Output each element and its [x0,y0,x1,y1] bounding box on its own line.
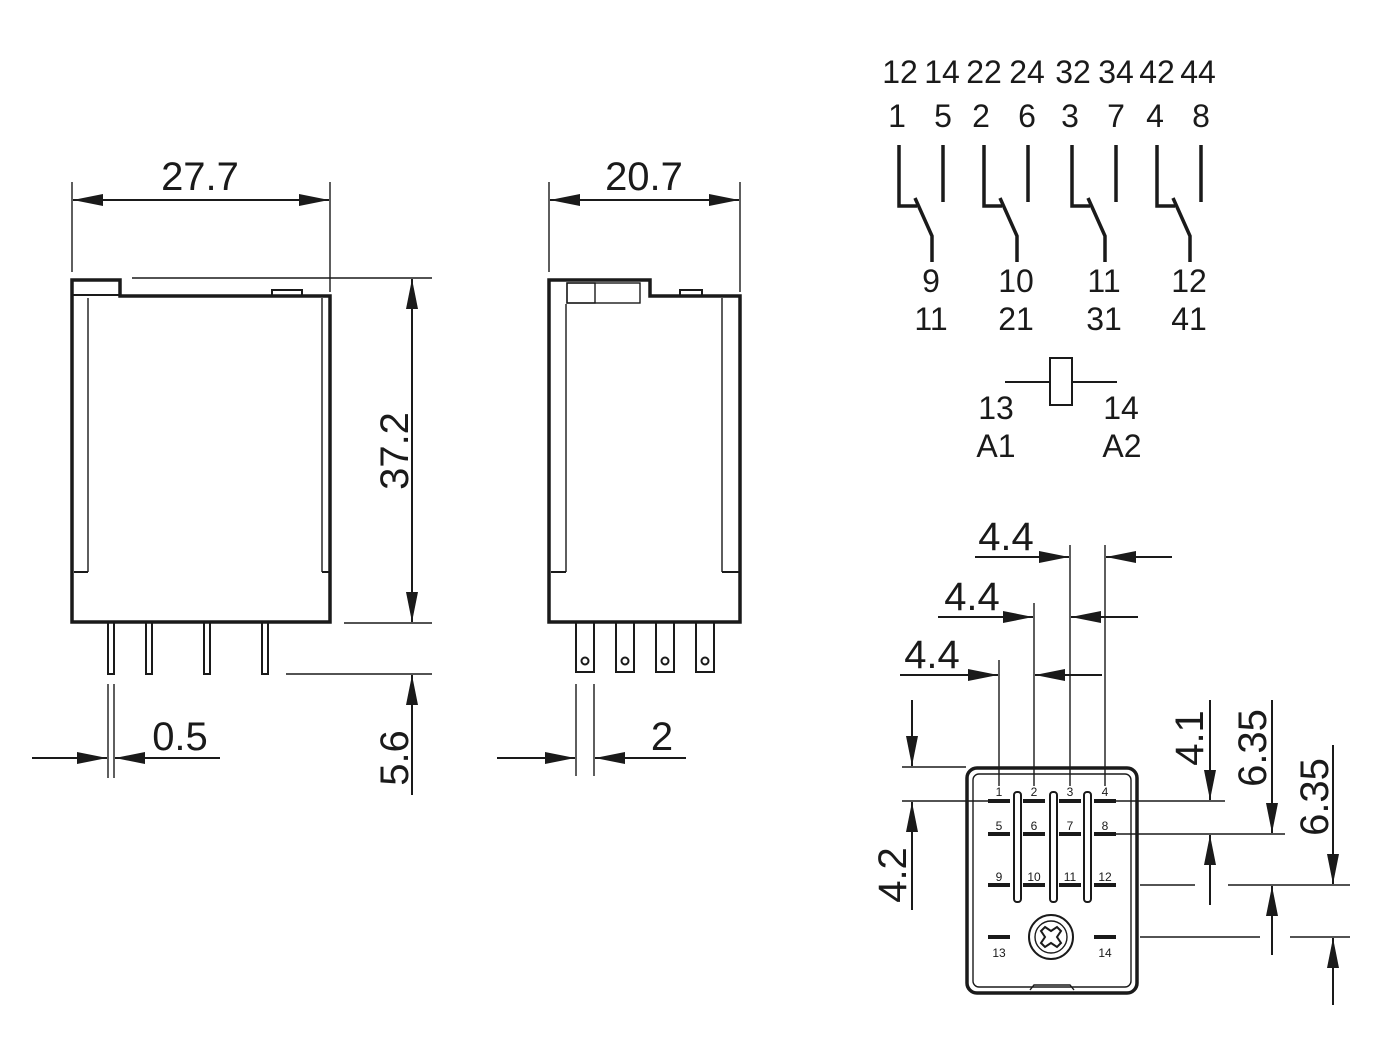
contact-1-com-iec: 11 [914,301,947,337]
contact-3-com-iec: 31 [1086,301,1122,337]
contact-set-2: 2 6 10 21 [972,98,1036,337]
terminal-42: 42 [1139,54,1175,90]
contact-2-com: 10 [998,263,1034,299]
left-offset-label: 4.2 [871,847,915,903]
coil-symbol: 13 14 A1 A2 [976,357,1142,464]
pin-label-4: 4 [1102,785,1109,799]
terminal-22: 22 [966,54,1002,90]
pin-3 [1059,799,1081,803]
pin-13 [988,935,1010,939]
contact-1-com: 9 [922,263,940,299]
pin-12 [1094,883,1116,887]
coil-a1-label: A1 [976,428,1015,464]
contact-2-no: 6 [1018,98,1036,134]
pin-length-label: 5.6 [373,730,417,786]
terminal-12: 12 [882,54,918,90]
bottom-pins [988,799,1116,939]
bottom-body-outline [965,766,1139,995]
pin-11 [1059,883,1081,887]
contact-set-3: 3 7 11 31 [1061,98,1125,337]
front-body-outline [70,278,332,624]
pin-label-2: 2 [1031,785,1038,799]
pin-7 [1059,832,1081,836]
pin-label-12: 12 [1098,870,1112,884]
contact-1-nc: 1 [888,98,906,134]
contact-2-com-iec: 21 [998,301,1034,337]
pitch-label-3: 4.4 [904,633,960,677]
pin-label-9: 9 [996,870,1003,884]
contact-set-1: 1 5 9 11 [888,98,952,337]
pin-spacing-label: 2 [651,715,673,759]
side-pins [575,621,715,673]
pin-label-1: 1 [996,785,1003,799]
coil-right-terminal: 14 [1103,390,1139,426]
front-view: 27.7 37.2 5.6 0.5 [32,155,432,795]
front-height-label: 37.2 [373,412,417,490]
front-pins [107,621,269,675]
top-terminal-numbers: 12 14 22 24 32 34 42 44 [882,54,1216,90]
pin-label-3: 3 [1067,785,1074,799]
vertical-pitch-label-1: 6.35 [1231,709,1275,787]
pitch-label-2: 4.4 [944,575,1000,619]
pin-label-8: 8 [1102,819,1109,833]
terminal-14: 14 [924,54,960,90]
pin-label-10: 10 [1027,870,1041,884]
pin-width-label: 0.5 [152,715,208,759]
vertical-pitch-label-2: 6.35 [1293,758,1337,836]
coil-left-terminal: 13 [978,390,1014,426]
pin-4 [1094,799,1116,803]
bottom-pin-labels: 1 2 3 4 5 6 7 8 9 10 11 12 13 14 [992,785,1112,960]
side-view: 20.7 2 [497,155,742,776]
contact-4-no: 8 [1192,98,1210,134]
coil-a2-label: A2 [1102,428,1141,464]
contact-1-no: 5 [934,98,952,134]
pin-9 [988,883,1010,887]
terminal-24: 24 [1009,54,1045,90]
terminal-44: 44 [1180,54,1216,90]
contact-4-com: 12 [1171,263,1207,299]
side-body-outline [547,278,742,624]
side-width-label: 20.7 [605,155,683,199]
pin-14 [1094,935,1116,939]
front-width-label: 27.7 [161,155,239,199]
pin-8 [1094,832,1116,836]
bottom-view: 1 2 3 4 5 6 7 8 9 10 11 12 13 14 4.4 [871,515,1350,1005]
pin-6 [1023,832,1045,836]
contact-set-4: 4 8 12 41 [1146,98,1210,337]
contact-4-com-iec: 41 [1171,301,1207,337]
pin-label-13: 13 [992,946,1006,960]
terminal-34: 34 [1098,54,1134,90]
pin-label-6: 6 [1031,819,1038,833]
pitch-label-1: 4.4 [978,515,1034,559]
pin-label-7: 7 [1067,819,1074,833]
pin-2 [1023,799,1045,803]
contact-2-nc: 2 [972,98,990,134]
pin-10 [1023,883,1045,887]
contact-schematic: 12 14 22 24 32 34 42 44 1 5 9 11 2 6 10 [882,54,1216,464]
pin-label-11: 11 [1064,870,1077,884]
pin-1 [988,799,1010,803]
pin-label-14: 14 [1098,946,1112,960]
center-screw [1028,914,1074,960]
contact-3-no: 7 [1107,98,1125,134]
contact-4-nc: 4 [1146,98,1164,134]
pin-5 [988,832,1010,836]
contact-3-com: 11 [1087,263,1120,299]
row-gap-label: 4.1 [1168,710,1212,766]
terminal-32: 32 [1055,54,1091,90]
pin-label-5: 5 [996,819,1003,833]
contact-3-nc: 3 [1061,98,1079,134]
